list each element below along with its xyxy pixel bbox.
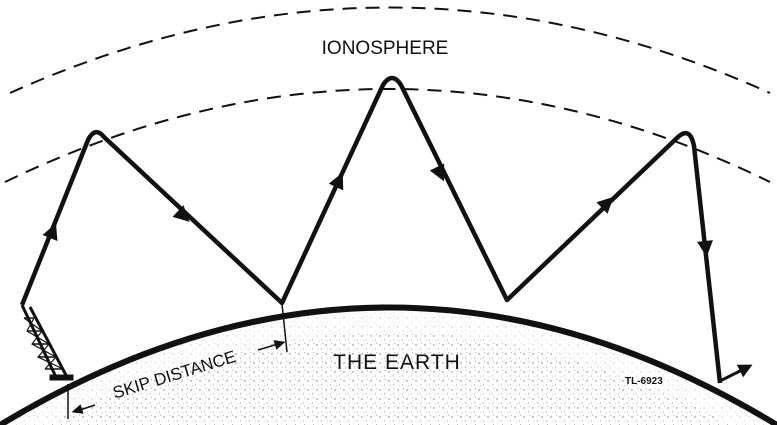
arrow-icon <box>329 169 350 190</box>
wave-direction-arrows <box>43 163 715 257</box>
earth-label: THE EARTH <box>333 351 461 374</box>
ionosphere-lower-boundary <box>5 89 770 182</box>
ionosphere-label: IONOSPHERE <box>322 38 449 59</box>
figure-code-label: TL-6923 <box>625 376 663 387</box>
exit-arrow-icon <box>718 358 756 382</box>
arrow-icon <box>697 240 715 258</box>
transmitter-tower-icon <box>22 305 73 380</box>
